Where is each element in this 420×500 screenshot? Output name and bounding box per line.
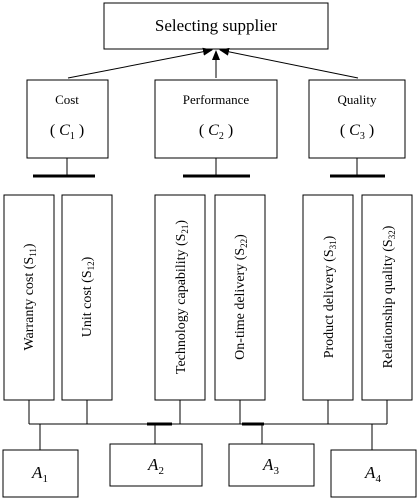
subcriterion-unit-cost: Unit cost (S12) [61,194,113,401]
criterion-performance-name: Performance [183,92,250,107]
criterion-quality-name: Quality [338,92,377,107]
alternative-a3-label: A3 [262,455,279,477]
subcriterion-product-delivery: Product delivery (S31) [302,194,354,401]
alternative-a2-label: A2 [147,455,164,477]
alternative-a4-label: A4 [364,463,381,485]
goal-label: Selecting supplier [155,16,278,35]
subcriterion-technology-capability-label: Technology capability (S21) [174,220,190,375]
subcriterion-technology-capability: Technology capability (S21) [154,194,206,401]
subcriterion-relationship-quality: Relationship quality (S32) [361,194,413,401]
criterion-quality-symbol: ( C3 ) [340,122,374,142]
criteria-to-subcriteria-connectors [33,158,385,178]
subcriteria-to-alternatives-connectors [28,400,388,450]
arrow-cost-to-goal [67,47,213,79]
goal-node: Selecting supplier [103,2,329,50]
subcriterion-relationship-quality-label: Relationship quality (S32) [381,225,397,368]
subcriterion-on-time-delivery: On-time delivery (S22) [214,194,266,401]
alternative-a1-label: A1 [31,463,48,485]
alternative-a1: A1 [2,449,79,498]
subcriterion-unit-cost-label: Unit cost (S12) [80,256,96,337]
alternative-a4: A4 [330,449,417,498]
subcriterion-product-delivery-label: Product delivery (S31) [322,235,338,358]
subcriterion-warranty-cost: Warranty cost (S11) [3,194,55,401]
criterion-cost-symbol: ( C1 ) [50,122,84,142]
criterion-performance: Performance ( C2 ) [154,79,278,159]
subcriterion-on-time-delivery-label: On-time delivery (S22) [233,234,249,360]
criterion-cost: Cost ( C1 ) [26,79,109,159]
criterion-quality: Quality ( C3 ) [308,79,406,159]
criterion-performance-symbol: ( C2 ) [199,122,233,142]
subcriterion-warranty-cost-label: Warranty cost (S11) [22,243,38,350]
alternative-a3: A3 [228,443,315,487]
arrow-quality-to-goal [219,47,359,79]
criterion-cost-name: Cost [55,92,79,107]
criteria-to-goal-arrows [67,47,359,79]
alternative-a2: A2 [109,443,203,487]
